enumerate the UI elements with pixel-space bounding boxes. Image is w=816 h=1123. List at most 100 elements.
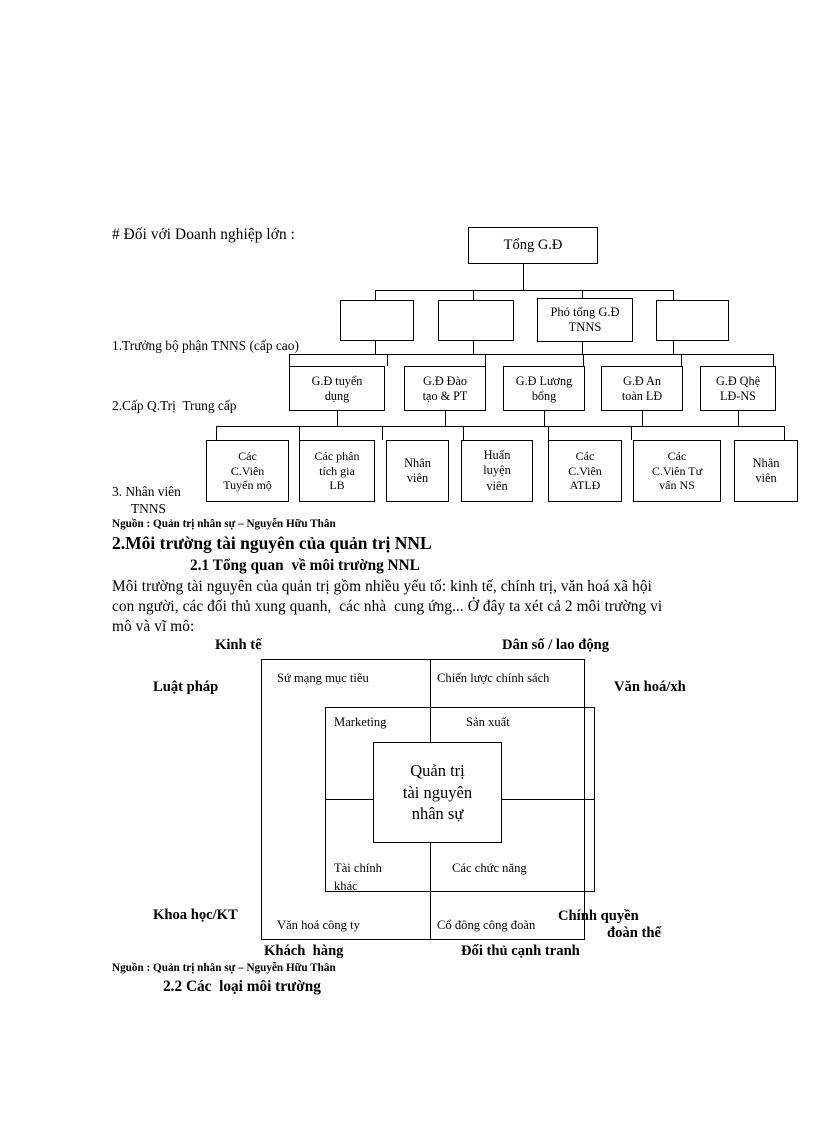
org-bus-tier2 xyxy=(289,354,773,355)
org-drop-tier2-3 xyxy=(485,354,486,366)
env-label-chinh-quyen: Chính quyền xyxy=(558,908,639,924)
paragraph-line-2: con người, các đối thủ xung quanh, các n… xyxy=(112,598,663,615)
paragraph-line-1: Môi trường tài nguyên của quản trị gồm n… xyxy=(112,578,652,595)
org-box-tier2-2-line2: tạo & PT xyxy=(422,388,468,403)
org-box-tier2-3: G.Đ Lương bổng xyxy=(503,366,585,411)
env-core-box: Quản trị tài nguyên nhân sự xyxy=(373,742,502,843)
source-note-2: Nguồn : Quản trị nhân sự – Nguyễn Hữu Th… xyxy=(112,962,336,974)
org-drop-tier1-4 xyxy=(673,290,674,300)
intro-line: # Đối với Doanh nghiệp lớn : xyxy=(112,226,295,243)
org-box-tier3-5-line3: ATLĐ xyxy=(569,478,601,493)
org-drop-tier3-7 xyxy=(784,426,785,440)
env-label-luat-phap: Luật pháp xyxy=(153,679,219,695)
org-stem-tier2-4 xyxy=(642,411,643,426)
org-box-tier2-4: G.Đ An toàn LĐ xyxy=(601,366,683,411)
env-cell-co-dong-cong-doan: Cổ đông công đoàn xyxy=(437,918,536,932)
environment-diagram: Kinh tế Dân số / lao động Luật pháp Văn … xyxy=(153,637,686,959)
org-box-tier1-3: Phó tổng G.Đ TNNS xyxy=(537,298,633,342)
org-box-tier2-5-line1: G.Đ Qhệ xyxy=(715,373,760,388)
org-drop-tier3-2 xyxy=(299,426,300,440)
org-box-tier3-6-line2: C.Viên Tư xyxy=(651,463,703,478)
org-stem-tier2-1 xyxy=(337,411,338,426)
org-drop-tier1-3 xyxy=(582,290,583,300)
env-core-line3: nhân sự xyxy=(411,804,464,824)
org-box-tier3-1-line3: Tuyển mộ xyxy=(223,478,272,493)
org-chart: 1.Trưởng bộ phận TNNS (cấp cao) 2.Cấp Q.… xyxy=(0,0,816,520)
org-connector-top-stem xyxy=(523,264,524,290)
org-box-tier3-2-line1: Các phân xyxy=(314,449,360,464)
env-cell-chien-luoc-chinh-sach: Chiến lược chính sách xyxy=(437,671,550,685)
org-bus-tier3 xyxy=(216,426,784,427)
org-tier1-label: 1.Trưởng bộ phận TNNS (cấp cao) xyxy=(112,338,299,353)
org-drop-tier3-6 xyxy=(631,426,632,440)
env-label-doan-the: đoàn thể xyxy=(607,925,661,941)
heading-2-2: 2.2 Các loại môi trường xyxy=(163,978,321,995)
org-box-tier3-7: Nhân viên xyxy=(734,440,798,502)
org-box-tier3-2: Các phân tích gia LB xyxy=(299,440,375,502)
org-box-tier3-1-line2: C.Viên xyxy=(230,463,265,478)
env-label-dan-so-lao-dong: Dân số / lao động xyxy=(502,637,610,653)
org-drop-tier2-5 xyxy=(681,354,682,366)
env-cell-tai-chinh: Tài chính xyxy=(334,861,382,875)
org-box-top-label: Tổng G.Đ xyxy=(503,236,563,253)
org-box-tier3-3: Nhân viên xyxy=(386,440,449,502)
org-box-tier3-7-line2: viên xyxy=(755,471,777,485)
org-box-tier2-1: G.Đ tuyển dụng xyxy=(289,366,385,411)
org-box-tier3-4: Huấn luyện viên xyxy=(461,440,533,502)
org-box-tier3-2-line3: LB xyxy=(329,478,345,493)
org-box-tier3-3-line1: Nhân xyxy=(404,455,431,470)
org-box-tier2-1-line2: dụng xyxy=(324,388,350,403)
org-box-tier3-4-line3: viên xyxy=(486,478,508,493)
org-box-tier2-2: G.Đ Đào tạo & PT xyxy=(404,366,486,411)
org-box-tier3-6-line1: Các xyxy=(667,449,687,464)
env-cell-san-xuat: Sản xuất xyxy=(466,715,510,729)
org-box-tier3-1: Các C.Viên Tuyển mộ xyxy=(206,440,289,502)
org-box-tier2-3-line1: G.Đ Lương xyxy=(515,373,573,388)
org-box-tier3-3-line2: viên xyxy=(406,471,429,485)
env-cell-su-mang-muc-tieu: Sứ mạng mục tiêu xyxy=(277,671,369,685)
org-box-tier1-2 xyxy=(438,300,514,341)
org-box-tier2-5: G.Đ Qhệ LĐ-NS xyxy=(700,366,776,411)
org-stem-tier2-3 xyxy=(544,411,545,426)
org-tier3-label: 3. Nhân viên xyxy=(112,484,181,499)
org-stem-tier1-4 xyxy=(673,341,674,354)
env-core-line1: Quản trị xyxy=(410,761,465,781)
org-drop-tier3-4 xyxy=(463,426,464,440)
org-box-tier3-5-line2: C.Viên xyxy=(568,463,602,478)
org-box-tier2-1-line1: G.Đ tuyển xyxy=(311,373,363,388)
env-label-van-hoa-xh: Văn hoá/xh xyxy=(614,679,686,695)
org-drop-tier2-6 xyxy=(773,354,774,366)
org-box-tier3-6: Các C.Viên Tư vấn NS xyxy=(633,440,721,502)
env-cell-cac-chuc-nang: Các chức năng xyxy=(452,861,527,875)
org-box-tier2-4-line1: G.Đ An xyxy=(623,373,661,388)
paragraph-line-3: mô và vĩ mô: xyxy=(112,618,195,635)
org-stem-tier1-1 xyxy=(375,341,376,354)
source-note-1: Nguồn : Quản trị nhân sự – Nguyễn Hữu Th… xyxy=(112,518,336,530)
org-stem-tier1-3 xyxy=(582,342,583,354)
env-core-line2: tài nguyên xyxy=(402,782,473,802)
org-drop-tier2-1 xyxy=(289,354,290,366)
env-label-khach-hang: Khách hàng xyxy=(264,943,344,959)
org-tier2-label: 2.Cấp Q.Trị Trung cấp xyxy=(112,398,237,413)
org-box-tier3-4-line1: Huấn xyxy=(483,448,511,463)
org-box-tier3-4-line2: luyện xyxy=(483,463,511,478)
org-box-tier2-4-line2: toàn LĐ xyxy=(621,388,663,403)
heading-2: 2.Môi trường tài nguyên của quản trị NNL xyxy=(112,533,432,553)
org-tier3-label-cont: TNNS xyxy=(131,501,166,516)
env-label-kinh-te: Kinh tế xyxy=(215,637,262,653)
org-drop-tier2-2 xyxy=(387,354,388,366)
org-box-tier3-7-line1: Nhân xyxy=(752,455,780,470)
org-box-tier3-6-line3: vấn NS xyxy=(659,478,695,493)
env-cell-marketing: Marketing xyxy=(334,715,387,729)
org-box-tier2-5-line2: LĐ-NS xyxy=(720,388,756,403)
org-box-tier1-1 xyxy=(340,300,414,341)
org-box-tier1-4 xyxy=(656,300,729,341)
org-box-tier3-5-line1: Các xyxy=(575,449,595,464)
heading-2-1: 2.1 Tổng quan về môi trường NNL xyxy=(190,557,420,574)
org-box-tier3-2-line2: tích gia xyxy=(319,463,355,478)
org-stem-tier2-2 xyxy=(445,411,446,426)
env-label-khoa-hoc-kt: Khoa học/KT xyxy=(153,907,238,923)
org-drop-tier3-5 xyxy=(548,426,549,440)
org-box-tier3-5: Các C.Viên ATLĐ xyxy=(548,440,622,502)
